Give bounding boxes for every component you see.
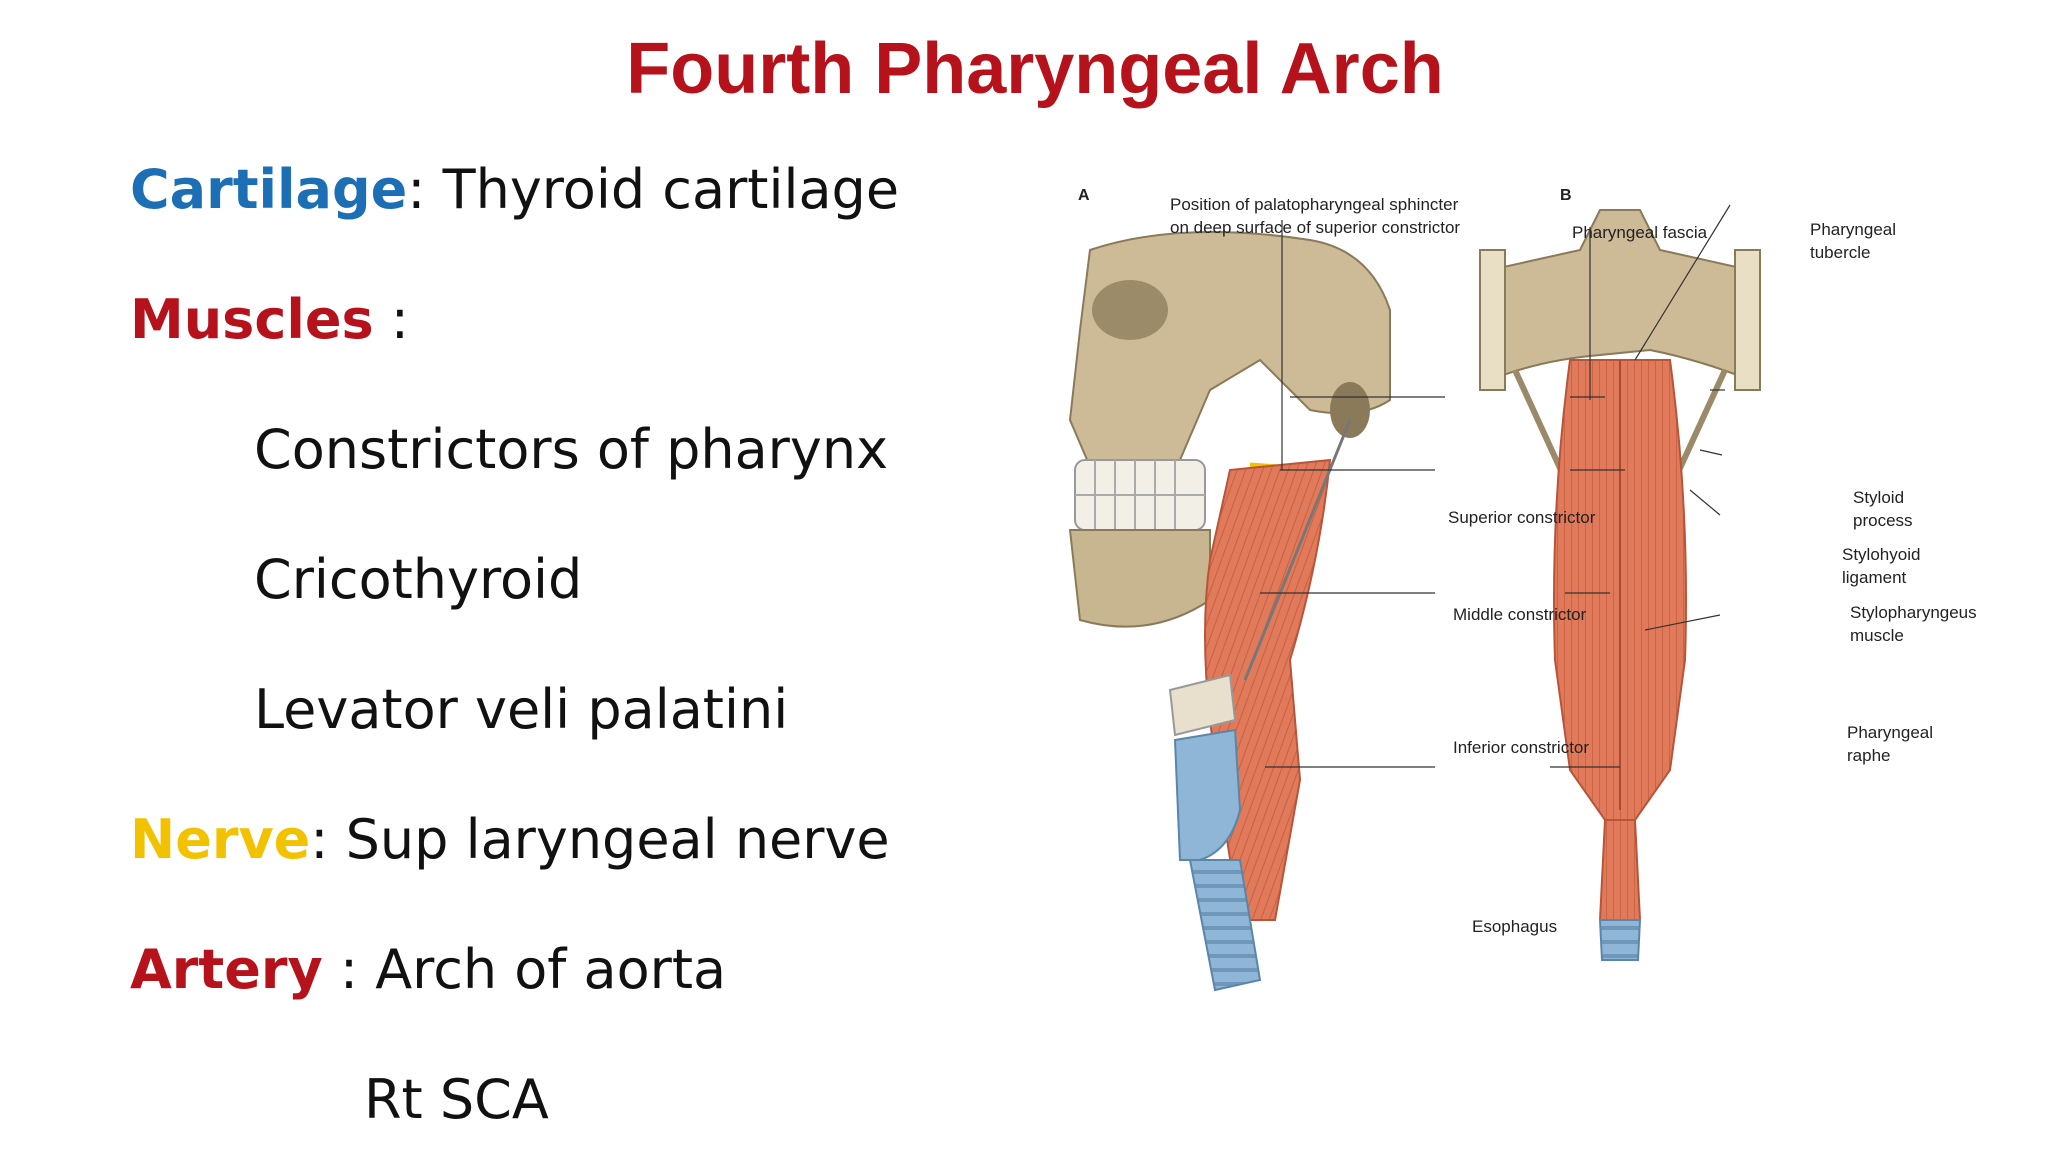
cartilage-key: Cartilage <box>130 158 408 221</box>
muscle-item-constrictors: Constrictors of pharynx <box>254 418 889 481</box>
muscle-item-levator: Levator veli palatini <box>254 678 789 741</box>
label-esophagus: Esophagus <box>1472 917 1557 936</box>
label-sphincter-1: Position of palatopharyngeal sphincter <box>1170 195 1459 214</box>
label-pharyngeal-fascia: Pharyngeal fascia <box>1572 223 1708 242</box>
artery-line: Artery : Arch of aorta <box>130 938 726 1001</box>
artery-extra: Rt SCA <box>364 1068 549 1131</box>
cartilage-value: Thyroid cartilage <box>442 158 900 221</box>
cartilage-line: Cartilage: Thyroid cartilage <box>130 158 899 221</box>
nerve-sep: : <box>310 808 346 871</box>
nerve-value: Sup laryngeal nerve <box>345 808 890 871</box>
label-styloid-1: Styloid <box>1853 488 1904 507</box>
label-stylohyoid-1: Stylohyoid <box>1842 545 1920 564</box>
panel-b-letter: B <box>1560 187 1572 204</box>
panel-b-drawing <box>1479 209 1761 961</box>
label-tubercle-1: Pharyngeal <box>1810 220 1896 239</box>
nerve-line: Nerve: Sup laryngeal nerve <box>130 808 890 871</box>
muscle-item-cricothyroid: Cricothyroid <box>254 548 583 611</box>
artery-value: Arch of aorta <box>375 938 727 1001</box>
slide-title: Fourth Pharyngeal Arch <box>626 29 1444 109</box>
pharyngeal-constrictors-figure: A B Position of palatopharyngeal sphinct… <box>1068 187 1977 992</box>
label-raphe-1: Pharyngeal <box>1847 723 1933 742</box>
cartilage-sep: : <box>407 158 443 221</box>
label-raphe-2: raphe <box>1847 746 1890 765</box>
label-tubercle-2: tubercle <box>1810 243 1870 262</box>
panel-a-drawing <box>1068 231 1391 992</box>
muscles-key: Muscles <box>130 288 374 351</box>
nerve-key: Nerve <box>130 808 311 871</box>
panel-a-letter: A <box>1078 187 1090 204</box>
label-middle-constrictor: Middle constrictor <box>1453 605 1587 624</box>
label-sphincter-2: on deep surface of superior constrictor <box>1170 218 1460 237</box>
leader-lines <box>1260 204 1731 768</box>
muscles-line: Muscles : <box>130 288 409 351</box>
label-styloid-2: process <box>1853 511 1913 530</box>
muscles-sep: : <box>373 288 409 351</box>
label-stylohyoid-2: ligament <box>1842 568 1907 587</box>
label-stylopharyngeus-2: muscle <box>1850 626 1904 645</box>
label-inferior-constrictor: Inferior constrictor <box>1453 738 1589 757</box>
artery-key: Artery <box>130 938 323 1001</box>
artery-sep: : <box>322 938 376 1001</box>
label-superior-constrictor: Superior constrictor <box>1448 508 1596 527</box>
label-stylopharyngeus-1: Stylopharyngeus <box>1850 603 1977 622</box>
